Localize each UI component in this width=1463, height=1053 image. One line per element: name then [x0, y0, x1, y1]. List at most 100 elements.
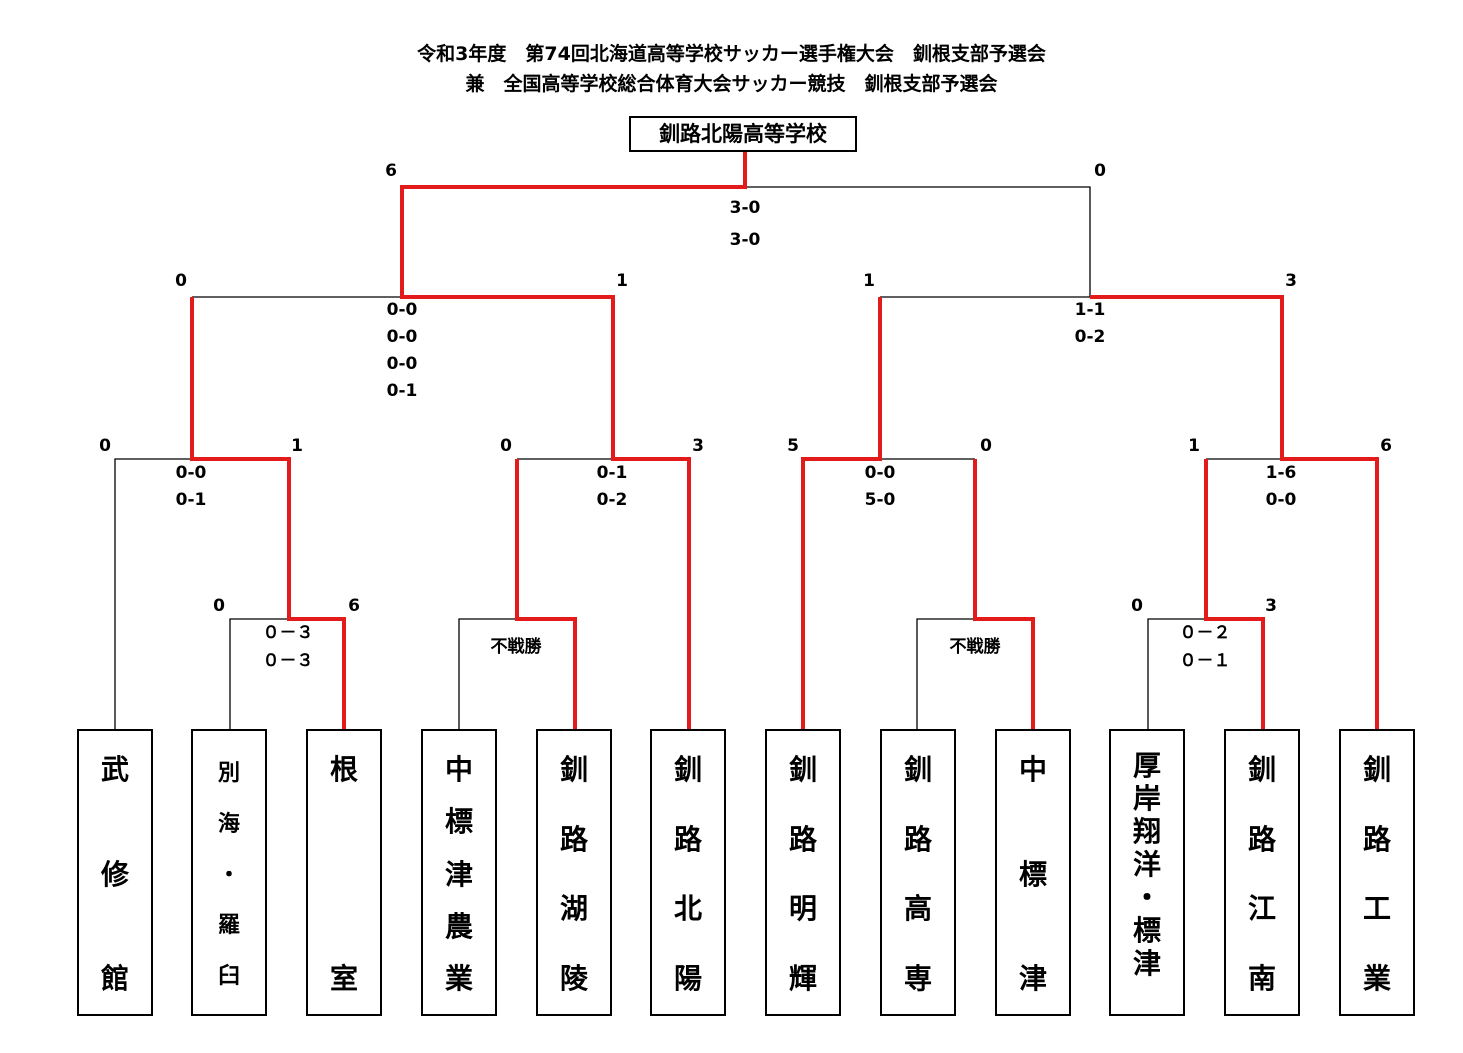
team-box: 中 標 津 農 業: [421, 729, 497, 1016]
bracket-line: [458, 618, 517, 729]
r1d-left-score: 0: [1131, 596, 1143, 616]
team-char: 中: [444, 753, 473, 786]
team-char: 輝: [788, 961, 817, 995]
qf2-half-1: 0-1: [596, 463, 628, 483]
final-half-1: 3-0: [729, 198, 761, 218]
qf3-half-2: 5-0: [864, 490, 896, 510]
team-char: 修: [100, 857, 129, 891]
team-char: 室: [329, 962, 358, 995]
team-char: 高: [903, 892, 932, 926]
team-char: 業: [1362, 961, 1391, 995]
team-char: 標: [1132, 914, 1161, 947]
team-char: 釧: [1247, 753, 1276, 786]
bracket-line: [229, 618, 289, 729]
team-box: 厚 岸 翔 洋 ・ 標 津: [1109, 729, 1185, 1016]
team-char: 専: [903, 961, 932, 995]
team-char: 羅: [217, 913, 240, 939]
qf1-half-2: 0-1: [175, 490, 207, 510]
team-char: 津: [444, 857, 473, 891]
winner-path-line: [801, 297, 882, 729]
final-left-score: 6: [385, 161, 397, 181]
winner-path-line: [515, 459, 577, 729]
team-char: 館: [100, 962, 129, 995]
team-box: 釧 路 北 陽: [650, 729, 726, 1016]
team-char: ・: [1132, 881, 1161, 914]
qf2-left-score: 0: [500, 436, 512, 456]
team-char: 標: [1018, 857, 1047, 891]
team-char: 路: [788, 822, 817, 856]
team-char: 洋: [1132, 848, 1161, 881]
team-char: 津: [1018, 962, 1047, 995]
r1c-walkover-note: 不戦勝: [949, 637, 1001, 657]
sf1-pk-2: 0-1: [386, 381, 418, 401]
qf3-right-score: 0: [980, 436, 992, 456]
team-char: 釧: [673, 753, 702, 786]
team-char: 湖: [559, 892, 588, 926]
team-char: 路: [903, 822, 932, 856]
sf1-half-2: 0-0: [386, 327, 418, 347]
r1a-right-score: 6: [348, 596, 360, 616]
r1d-right-score: 3: [1265, 596, 1277, 616]
r1d-half-1: ０－２: [1179, 623, 1231, 643]
qf2-half-2: 0-2: [596, 490, 628, 510]
qf1-right-score: 1: [291, 436, 303, 456]
tournament-title-line1: 令和3年度 第74回北海道高等学校サッカー選手権大会 釧根支部予選会: [417, 43, 1046, 65]
team-char: 釧: [903, 753, 932, 786]
team-char: 根: [329, 753, 358, 786]
bracket-line: [916, 618, 975, 729]
team-char: 岸: [1132, 782, 1161, 815]
team-box: 釧 路 高 専: [880, 729, 956, 1016]
team-box: 中 標 津: [995, 729, 1071, 1016]
r1b-walkover-note: 不戦勝: [490, 637, 542, 657]
qf4-half-1: 1-6: [1265, 463, 1297, 483]
team-box: 釧 路 明 輝: [765, 729, 841, 1016]
qf4-right-score: 6: [1380, 436, 1392, 456]
team-char: 路: [1247, 822, 1276, 856]
team-char: 路: [673, 822, 702, 856]
team-char: 明: [788, 892, 817, 926]
team-box: 釧 路 工 業: [1339, 729, 1415, 1016]
r1a-left-score: 0: [213, 596, 225, 616]
tournament-title-line2: 兼 全国高等学校総合体育大会サッカー競技 釧根支部予選会: [465, 73, 998, 95]
champion-box: 釧路北陽高等学校: [629, 116, 857, 152]
team-char: 路: [1362, 822, 1391, 856]
team-char: 江: [1247, 892, 1276, 926]
sf2-left-score: 1: [863, 271, 875, 291]
team-char: 陽: [673, 961, 702, 995]
team-char: 海: [217, 811, 240, 837]
team-char: 路: [559, 822, 588, 856]
winner-path-line: [973, 459, 1035, 729]
team-char: 翔: [1132, 815, 1161, 848]
winner-path-line: [1204, 459, 1265, 729]
winner-path-line: [400, 152, 747, 729]
qf1-half-1: 0-0: [175, 463, 207, 483]
sf1-right-score: 1: [616, 271, 628, 291]
team-char: 武: [100, 753, 129, 786]
winner-path-line: [190, 297, 346, 729]
team-box: 釧 路 江 南: [1224, 729, 1300, 1016]
sf1-left-score: 0: [175, 271, 187, 291]
r1d-half-2: ０－１: [1179, 651, 1231, 671]
sf2-half-2: 0-2: [1074, 327, 1106, 347]
team-char: 南: [1247, 961, 1276, 995]
r1a-half-1: ０－３: [262, 623, 314, 643]
bracket-line: [1147, 618, 1206, 729]
team-char: 北: [673, 892, 702, 926]
bracket-line: [114, 458, 192, 729]
qf3-left-score: 5: [787, 436, 799, 456]
sf1-half-1: 0-0: [386, 300, 418, 320]
bracket-line: [745, 186, 1091, 297]
qf4-left-score: 1: [1188, 436, 1200, 456]
team-char: 釧: [788, 753, 817, 786]
team-char: 釧: [1362, 753, 1391, 786]
team-char: 別: [217, 761, 240, 786]
team-char: 工: [1362, 892, 1391, 926]
r1a-half-2: ０－３: [262, 651, 314, 671]
final-right-score: 0: [1094, 161, 1106, 181]
team-char: 陵: [559, 961, 588, 995]
sf2-right-score: 3: [1285, 271, 1297, 291]
team-box: 釧 路 湖 陵: [536, 729, 612, 1016]
qf4-half-2: 0-0: [1265, 490, 1297, 510]
qf2-right-score: 3: [692, 436, 704, 456]
